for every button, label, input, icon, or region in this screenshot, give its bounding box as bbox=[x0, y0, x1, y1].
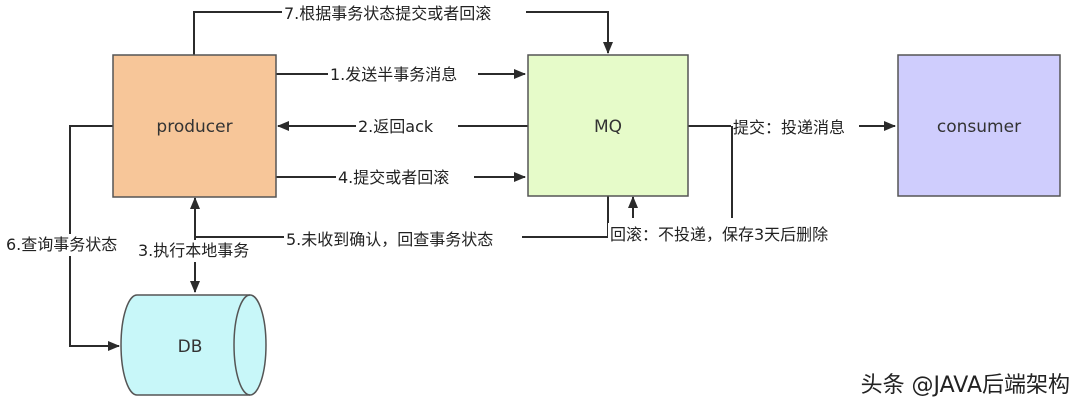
edge-5-label: 5.未收到确认，回查事务状态 bbox=[286, 230, 493, 249]
edge-7-label: 7.根据事务状态提交或者回滚 bbox=[284, 4, 491, 23]
edge-commit-label: 提交：投递消息 bbox=[733, 118, 845, 137]
db-cylinder-end bbox=[233, 294, 251, 396]
db-node: DB bbox=[120, 294, 267, 396]
edge-rollback-label: 回滚：不投递，保存3天后删除 bbox=[610, 225, 828, 244]
consumer-label: consumer bbox=[937, 117, 1021, 137]
producer-label: producer bbox=[156, 117, 232, 137]
consumer-node: consumer bbox=[897, 54, 1061, 197]
mq-label: MQ bbox=[594, 117, 622, 137]
db-label: DB bbox=[178, 337, 203, 357]
mq-box bbox=[527, 54, 689, 197]
edge-6-label: 6.查询事务状态 bbox=[6, 235, 117, 254]
mq-node: MQ bbox=[527, 54, 689, 197]
producer-box bbox=[112, 54, 277, 198]
edge-4-label: 4.提交或者回滚 bbox=[338, 168, 449, 187]
producer-node: producer bbox=[112, 54, 277, 198]
consumer-box bbox=[897, 54, 1061, 197]
edge-2-label: 2.返回ack bbox=[358, 117, 434, 136]
watermark: 头条 @JAVA后端架构 bbox=[861, 373, 1070, 398]
edge-1-label: 1.发送半事务消息 bbox=[330, 65, 457, 84]
edge-3-label: 3.执行本地事务 bbox=[138, 241, 249, 260]
